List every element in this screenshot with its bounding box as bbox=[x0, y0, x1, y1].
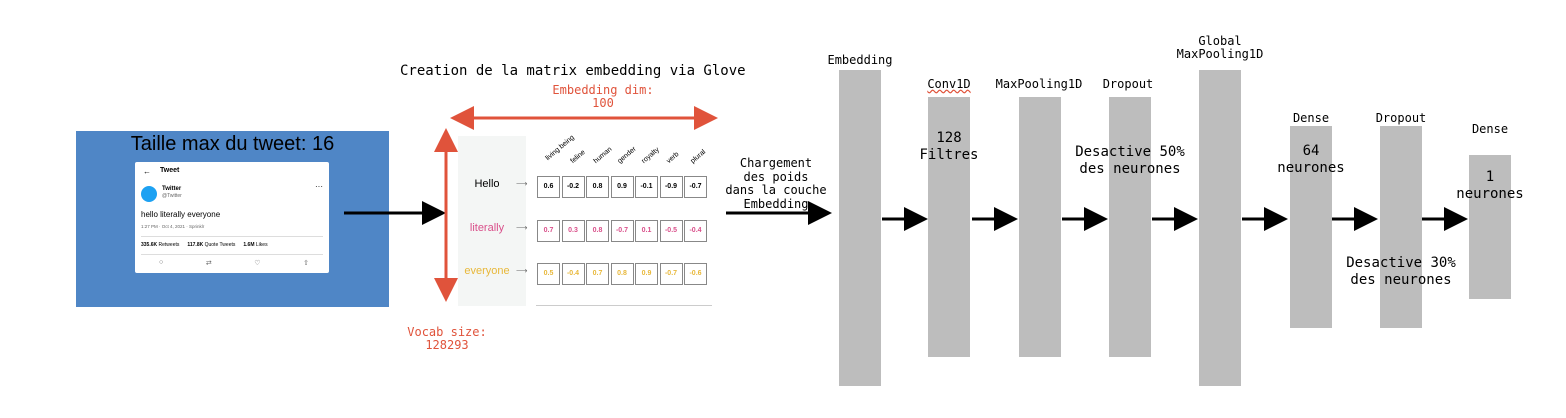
matrix-row-word: literally bbox=[469, 222, 505, 234]
share-icon[interactable]: ⇧ bbox=[303, 260, 309, 267]
layer-block-dropout-1 bbox=[1109, 97, 1151, 357]
row-arrow-icon: ⟶ bbox=[516, 266, 528, 275]
layer-text-dense-1: 64 neurones bbox=[1277, 143, 1345, 176]
layer-label-maxpooling: MaxPooling1D bbox=[995, 77, 1083, 91]
retweet-icon[interactable]: ⇄ bbox=[205, 260, 212, 267]
matrix-cell: 0.7 bbox=[586, 263, 609, 285]
tweet-panel-title: Taille max du tweet: 16 bbox=[130, 133, 335, 155]
tweet-meta: 1:27 PM · Oct 4, 2021 · Sprinklr bbox=[141, 224, 205, 229]
matrix-cell: 0.1 bbox=[635, 220, 658, 242]
matrix-row-word: Hello bbox=[474, 178, 500, 190]
layer-label-dropout-1: Dropout bbox=[1102, 77, 1154, 91]
matrix-cell: -0.9 bbox=[659, 176, 683, 198]
matrix-cell: -0.1 bbox=[635, 176, 658, 198]
more-icon: ··· bbox=[315, 182, 323, 191]
tweet-header: Tweet bbox=[160, 167, 180, 174]
layer-text-dropout-1: Desactive 50% des neurones bbox=[1075, 144, 1185, 177]
matrix-cell: 0.8 bbox=[610, 263, 634, 285]
matrix-cell: -0.7 bbox=[684, 176, 707, 198]
layer-text-conv1d: 128 Filtres bbox=[919, 130, 979, 163]
matrix-cell: 0.7 bbox=[537, 220, 560, 242]
layer-block-dropout-2 bbox=[1380, 126, 1422, 328]
divider bbox=[141, 236, 323, 237]
matrix-cell: 0.9 bbox=[610, 176, 634, 198]
tweet-stats: 335.6K Retweets 117.8K Quote Tweets 1.6M… bbox=[141, 242, 268, 248]
twitter-logo-icon bbox=[141, 186, 157, 202]
matrix-cell: 0.5 bbox=[537, 263, 560, 285]
matrix-background bbox=[458, 136, 526, 306]
layer-block-dense-2 bbox=[1469, 155, 1511, 299]
layer-label-embedding: Embedding bbox=[827, 53, 893, 67]
matrix-cell: -0.5 bbox=[659, 220, 683, 242]
divider bbox=[141, 254, 323, 255]
vocab-size-label: Vocab size: 128293 bbox=[407, 325, 487, 352]
layer-block-embedding bbox=[839, 70, 881, 386]
layer-text-dense-2: 1 neurones bbox=[1456, 169, 1524, 202]
tweet-text: hello literally everyone bbox=[141, 210, 221, 219]
account-handle: @Twitter bbox=[162, 193, 182, 199]
matrix-bottom-line bbox=[536, 305, 712, 306]
matrix-cell: -0.4 bbox=[684, 220, 707, 242]
like-icon[interactable]: ♡ bbox=[254, 260, 261, 267]
matrix-cell: 0.8 bbox=[586, 220, 609, 242]
tweet-card: ← Tweet Twitter @Twitter ··· hello liter… bbox=[135, 162, 329, 273]
layer-block-dense-1 bbox=[1290, 126, 1332, 328]
stat-quotes: 117.8K Quote Tweets bbox=[187, 242, 236, 248]
layer-label-dense-1: Dense bbox=[1292, 111, 1330, 125]
back-arrow-icon: ← bbox=[143, 167, 151, 176]
reply-icon[interactable]: ○ bbox=[159, 259, 164, 266]
matrix-cell: -0.6 bbox=[684, 263, 707, 285]
stat-likes: 1.6M Likes bbox=[243, 242, 268, 248]
matrix-cell: -0.7 bbox=[610, 220, 634, 242]
tweet-actions: ○ ⇄ ♡ ⇧ bbox=[159, 259, 309, 267]
layer-block-conv1d bbox=[928, 97, 970, 357]
matrix-title: Creation de la matrix embedding via Glov… bbox=[400, 63, 746, 79]
row-arrow-icon: ⟶ bbox=[516, 223, 528, 232]
matrix-cell: 0.8 bbox=[586, 176, 609, 198]
matrix-cell: -0.4 bbox=[561, 263, 585, 285]
layer-label-dense-2: Dense bbox=[1471, 122, 1509, 136]
stat-retweets: 335.6K Retweets bbox=[141, 242, 180, 248]
layer-label-conv1d: Conv1D bbox=[927, 77, 971, 91]
layer-block-maxpooling bbox=[1019, 97, 1061, 357]
layer-block-global-maxpooling bbox=[1199, 70, 1241, 386]
matrix-cell: -0.7 bbox=[659, 263, 683, 285]
layer-label-global-maxpooling: Global MaxPooling1D bbox=[1176, 34, 1264, 61]
matrix-row-word: everyone bbox=[464, 265, 510, 277]
row-arrow-icon: ⟶ bbox=[516, 179, 528, 188]
matrix-cell: 0.9 bbox=[635, 263, 658, 285]
transfer-label: Chargement des poids dans la couche Embe… bbox=[725, 156, 827, 211]
layer-text-dropout-2: Desactive 30% des neurones bbox=[1346, 255, 1456, 288]
matrix-cell: 0.6 bbox=[537, 176, 560, 198]
layer-label-dropout-2: Dropout bbox=[1375, 111, 1427, 125]
matrix-cell: -0.2 bbox=[561, 176, 585, 198]
embedding-dim-label: Embedding dim: 100 bbox=[552, 83, 654, 110]
matrix-cell: 0.3 bbox=[561, 220, 585, 242]
account-name: Twitter bbox=[162, 186, 182, 192]
